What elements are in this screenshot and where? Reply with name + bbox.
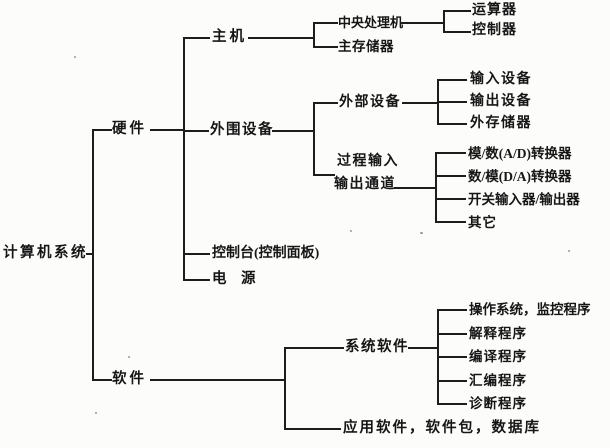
scan-speckle	[420, 232, 423, 234]
scan-speckle	[568, 250, 570, 252]
node-switch-io: 开关输入器/输出器	[468, 192, 580, 207]
scan-speckle	[74, 56, 76, 58]
tree-line	[92, 379, 112, 381]
node-peripheral-devices: 外围设备	[210, 122, 274, 138]
node-diagnostic: 诊断程序	[469, 396, 527, 411]
node-application-software: 应用软件，软件包，数据库	[343, 420, 541, 436]
tree-line	[437, 79, 439, 125]
tree-line	[86, 253, 94, 255]
tree-line	[183, 253, 210, 255]
tree-line	[313, 102, 315, 176]
node-host: 主机	[212, 29, 247, 45]
node-external-storage: 外存储器	[470, 116, 532, 131]
node-compiler: 编译程序	[469, 349, 527, 364]
tree-line	[150, 379, 286, 381]
tree-line	[437, 333, 467, 335]
tree-line	[248, 37, 315, 39]
tree-line	[435, 198, 466, 200]
tree-line	[284, 347, 286, 430]
tree-line	[400, 22, 445, 24]
node-hardware: 硬件	[112, 121, 147, 137]
tree-line	[394, 187, 437, 189]
tree-line	[437, 123, 467, 125]
tree-line	[183, 37, 185, 281]
scan-speckle	[95, 412, 97, 414]
node-power-supply: 电 源	[212, 271, 256, 287]
tree-line	[183, 279, 210, 281]
node-software: 软件	[112, 371, 147, 387]
tree-line	[437, 309, 439, 405]
node-system-software: 系统软件	[345, 339, 409, 355]
node-input-devices: 输入设备	[470, 72, 532, 87]
tree-line	[437, 101, 467, 103]
tree-line	[313, 22, 338, 24]
tree-line	[313, 46, 338, 48]
tree-line	[435, 175, 466, 177]
node-cpu: 中央处理机	[338, 15, 404, 30]
node-output-devices: 输出设备	[470, 94, 532, 109]
node-process-io-line2: 输出通道	[334, 177, 396, 192]
scan-speckle	[350, 230, 352, 232]
tree-line	[150, 129, 185, 131]
tree-line	[313, 102, 338, 104]
tree-line	[313, 22, 315, 48]
tree-line	[402, 102, 439, 104]
tree-line	[272, 130, 315, 132]
node-computer-system: 计算机系统	[3, 245, 88, 261]
tree-line	[437, 356, 467, 358]
node-assembler: 汇编程序	[469, 373, 527, 388]
tree-line	[437, 79, 467, 81]
tree-line	[435, 152, 437, 223]
node-operating-system: 操作系统，监控程序	[469, 302, 591, 317]
tree-line	[437, 309, 467, 311]
tree-line	[443, 31, 471, 33]
node-process-io-line1: 过程输入	[337, 154, 399, 169]
tree-line	[408, 347, 439, 349]
tree-line	[92, 129, 94, 381]
tree-line	[313, 174, 335, 176]
tree-line	[183, 130, 209, 132]
node-console: 控制台(控制面板)	[212, 246, 320, 261]
node-interpreter: 解释程序	[469, 326, 527, 341]
tree-line	[437, 380, 467, 382]
tree-line	[183, 37, 210, 39]
tree-line	[435, 152, 466, 154]
tree-line	[443, 10, 471, 12]
node-control-unit: 控制器	[472, 23, 517, 38]
node-alu: 运算器	[472, 3, 517, 18]
scan-speckle	[128, 356, 130, 358]
node-da-converter: 数/模(D/A)转换器	[468, 169, 572, 184]
tree-line	[443, 10, 445, 33]
node-other: 其它	[468, 215, 497, 230]
tree-line	[435, 221, 466, 223]
tree-line	[284, 347, 344, 349]
node-external-devices: 外部设备	[339, 95, 401, 110]
tree-line	[284, 428, 341, 430]
tree-line	[92, 129, 112, 131]
node-ad-converter: 模/数(A/D)转换器	[468, 146, 572, 161]
node-main-memory: 主存储器	[338, 39, 394, 54]
tree-line	[437, 403, 467, 405]
